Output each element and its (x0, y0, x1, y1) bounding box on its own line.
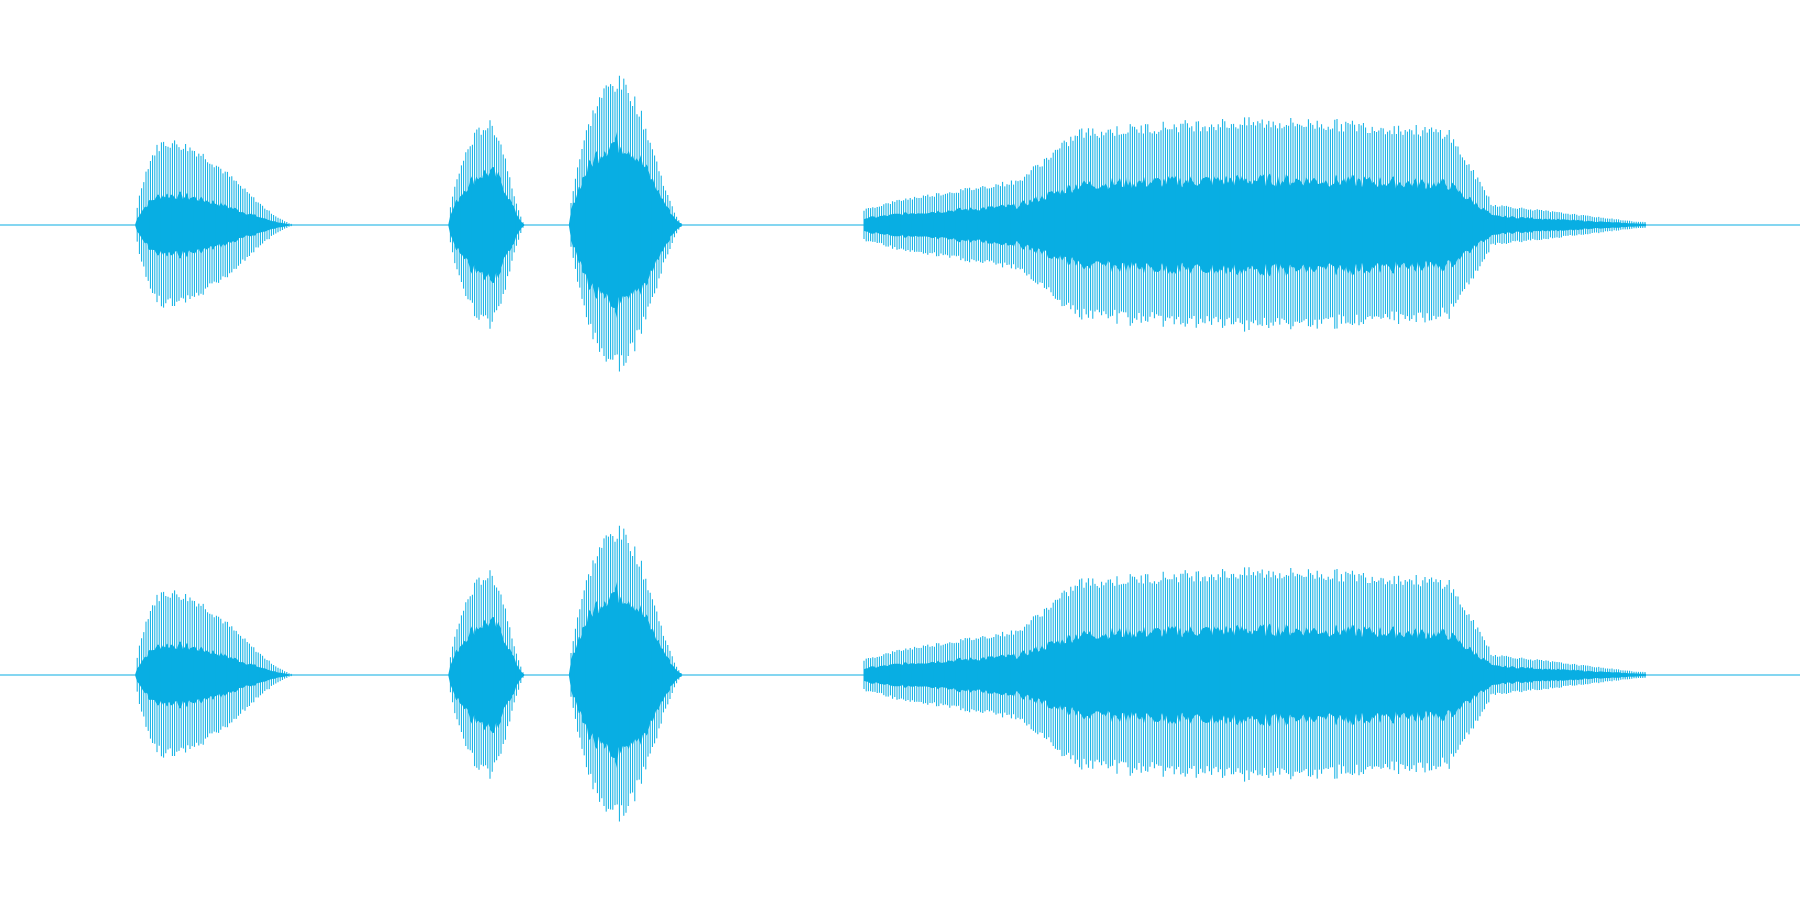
waveform-oscillation (136, 140, 297, 308)
waveform-segment (568, 75, 684, 372)
waveform-oscillation (136, 590, 297, 758)
waveform-channel-bottom (0, 525, 1800, 822)
waveform-oscillation (863, 567, 1646, 782)
waveform-segment (863, 567, 1646, 782)
waveform-segment (448, 570, 526, 779)
waveform-oscillation (570, 525, 684, 822)
waveform-segment (135, 140, 297, 308)
waveform-oscillation (449, 570, 526, 779)
waveform-oscillation (863, 117, 1646, 332)
waveform-segment (568, 525, 684, 822)
waveform-segment (135, 590, 297, 758)
waveform-channel-top (0, 75, 1800, 372)
waveform-segment (448, 120, 526, 329)
waveform-segment (863, 117, 1646, 332)
waveform-oscillation (570, 75, 684, 372)
waveform-oscillation (449, 120, 526, 329)
